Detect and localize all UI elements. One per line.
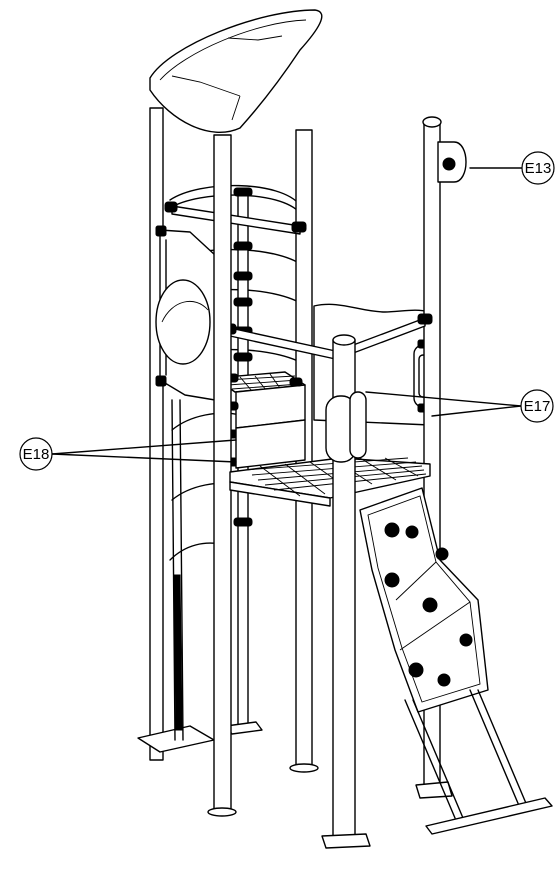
callout-e13: E13 [469, 151, 555, 185]
main-deck [229, 419, 431, 507]
center-post [321, 334, 371, 849]
callout-e18-label: E18 [23, 446, 50, 463]
bubble-panel [155, 225, 216, 401]
callout-e13-label: E13 [525, 160, 552, 177]
callout-e17-label: E17 [524, 398, 551, 415]
callout-e18: E18 [19, 437, 237, 471]
roof-canopy [149, 9, 323, 133]
climbing-wall-legs [404, 689, 553, 835]
climbing-wall [359, 487, 489, 713]
front-left-post [207, 134, 237, 817]
rope-ladder [171, 399, 184, 741]
callout-e17: E17 [365, 389, 554, 423]
